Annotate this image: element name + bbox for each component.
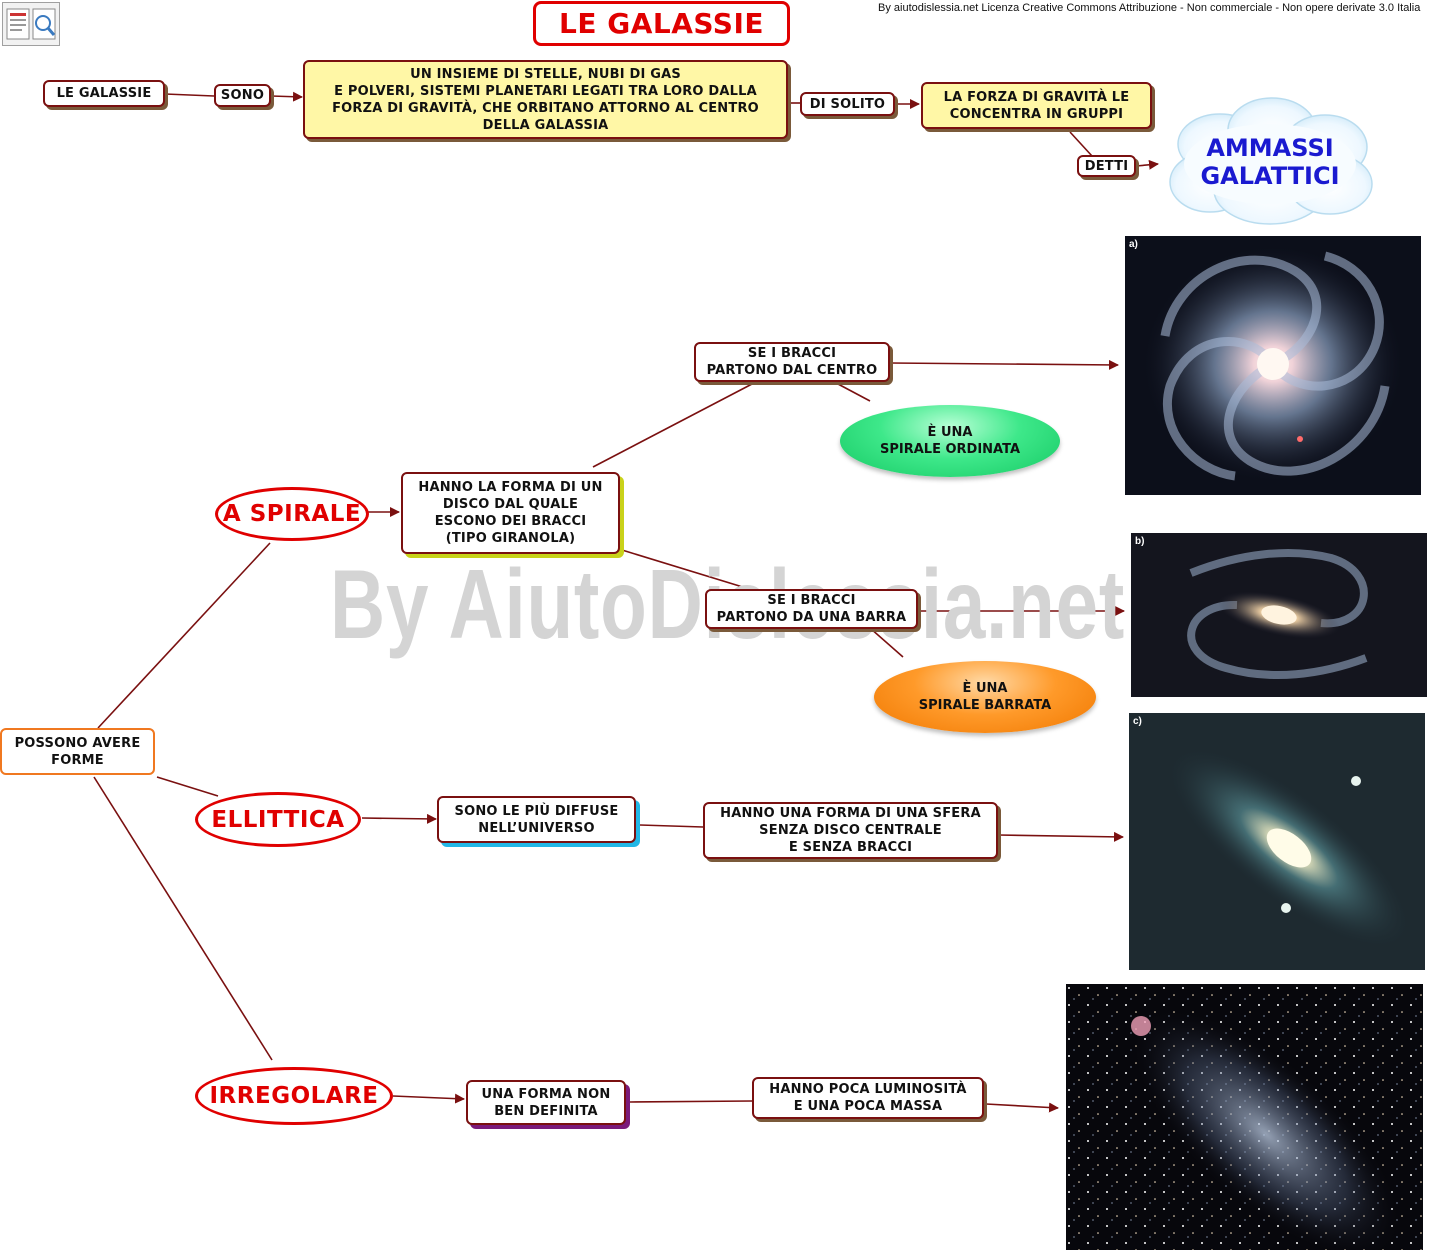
site-logo [2,2,60,46]
page-title: LE GALASSIE [533,1,790,46]
gravity-box: LA FORZA DI GRAVITÀ LE CONCENTRA IN GRUP… [921,82,1152,129]
photo-tag: b) [1135,536,1145,547]
elliptical-shape: HANNO UNA FORMA DI UNA SFERA SENZA DISCO… [703,802,998,859]
barred-spiral-galaxy-photo: b) [1131,533,1427,697]
definition-box: UN INSIEME DI STELLE, NUBI DI GAS E POLV… [303,60,788,139]
clusters-cloud-text: AMMASSI GALATTICI [1200,134,1340,190]
link-sono: SONO [214,84,271,107]
spiral-barred-result: È UNA SPIRALE BARRATA [874,661,1096,733]
category-irregular: IRREGOLARE [195,1067,393,1125]
cloud-shape [1169,97,1373,225]
elliptical-fact: SONO LE PIÙ DIFFUSE NELL’UNIVERSO [437,796,636,843]
photo-tag: a) [1129,239,1138,250]
spiral-description: HANNO LA FORMA DI UN DISCO DAL QUALE ESC… [401,472,620,554]
irregular-detail: HANNO POCA LUMINOSITÀ E UNA POCA MASSA [752,1077,984,1119]
irregular-fact: UNA FORMA NON BEN DEFINITA [466,1080,626,1125]
spiral-bar-condition: SE I BRACCI PARTONO DA UNA BARRA [705,589,918,629]
link-detti: DETTI [1077,155,1136,177]
photo-tag: c) [1133,716,1142,727]
irregular-galaxy-photo [1066,984,1423,1250]
spiral-ordered-result: È UNA SPIRALE ORDINATA [840,405,1060,477]
link-di-solito: DI SOLITO [800,92,895,116]
spiral-galaxy-photo: a) [1125,236,1421,495]
license-notice: By aiutodislessia.net Licenza Creative C… [878,2,1421,14]
category-spiral: A SPIRALE [215,487,369,541]
elliptical-galaxy-photo: c) [1129,713,1425,970]
spiral-center-condition: SE I BRACCI PARTONO DAL CENTRO [694,342,890,382]
forms-root: POSSONO AVERE FORME [0,728,155,775]
category-elliptical: ELLITTICA [195,792,361,847]
subject-galaxies: LE GALASSIE [43,80,165,107]
